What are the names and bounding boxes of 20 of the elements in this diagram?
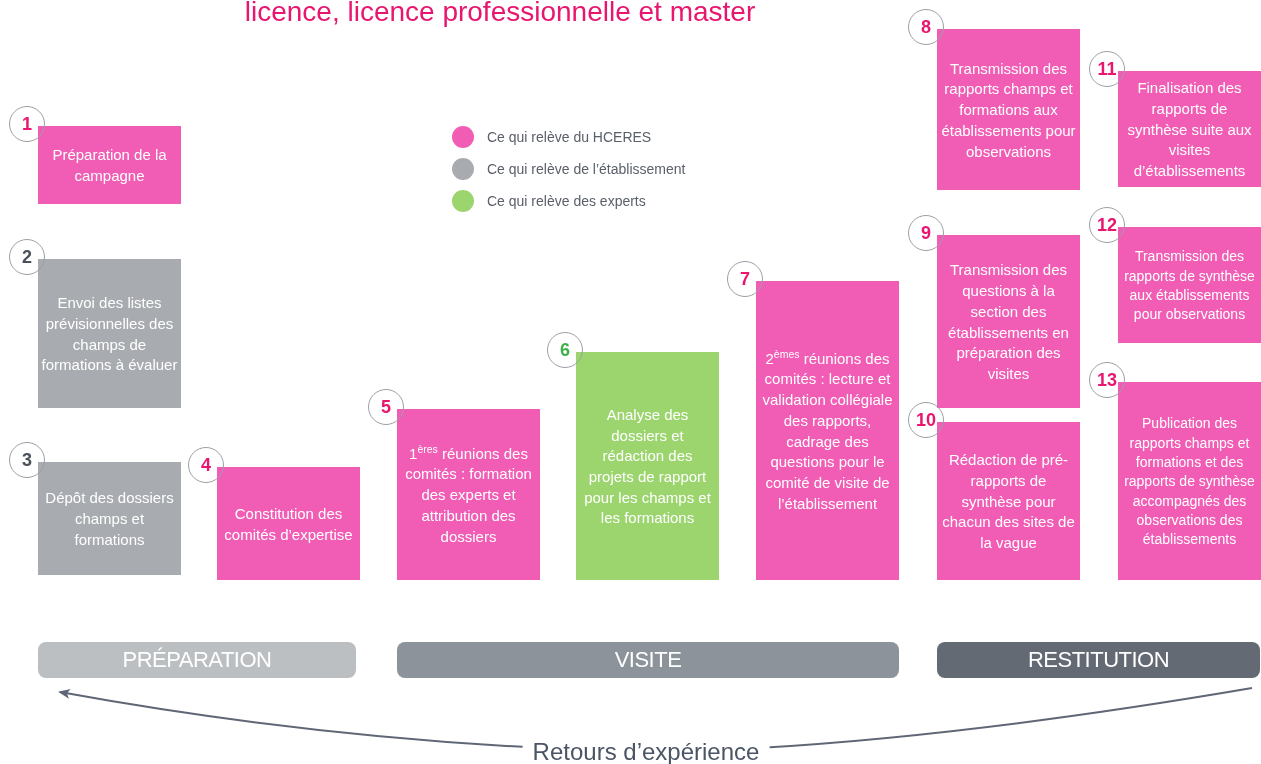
step-text: 2$^{èmes}$ réunions des comités : lecture et validation collégiale des rapports, cadrage des questions pour le comité de visite de l’établissement (761, 348, 894, 514)
step-text: Envoi des listes prévisionnelles des champs de formations à évaluer (41, 293, 178, 376)
step-text: Préparation de la campagne (51, 145, 168, 186)
step-text: Transmission des rapports de synthèse aux établissements pour observations (1123, 247, 1256, 325)
title: licence, licence professionnelle et master (243, 0, 757, 28)
step-text: Dépôt des dossiers champs et formations (44, 488, 175, 550)
legend-label: Ce qui relève du HCERES (487, 129, 652, 145)
step-text: Rédaction de pré-rapports de synthèse pour chacun des sites de la vague (941, 450, 1076, 554)
legend-label: Ce qui relève de l’établissement (487, 161, 686, 177)
phase-band: VISITE (397, 642, 899, 678)
step-text: Transmission des questions à la section des établissements en préparation des visites (947, 260, 1070, 384)
step-text: Publication des rapports champs et formations et des rapports de synthèse accompagnés des observations des établissements (1123, 414, 1256, 550)
step-text: Transmission des rapports champs et formations aux établissements pour observations (940, 58, 1077, 162)
step-text: 1$^{ères}$ réunions des comités : formation des experts et attribution des dossiers (404, 443, 533, 547)
phase-band: PRÉPARATION (38, 642, 356, 678)
legend-label: Ce qui relève des experts (487, 193, 646, 209)
phase-band: RESTITUTION (937, 642, 1260, 678)
step-text: Analyse des dossiers et rédaction des projets de rapport pour les champs et les formations (583, 404, 712, 529)
step-text: Finalisation des rapports de synthèse suite aux visites d’établissements (1126, 78, 1253, 182)
step-text: Constitution des comités d’expertise (223, 503, 354, 545)
